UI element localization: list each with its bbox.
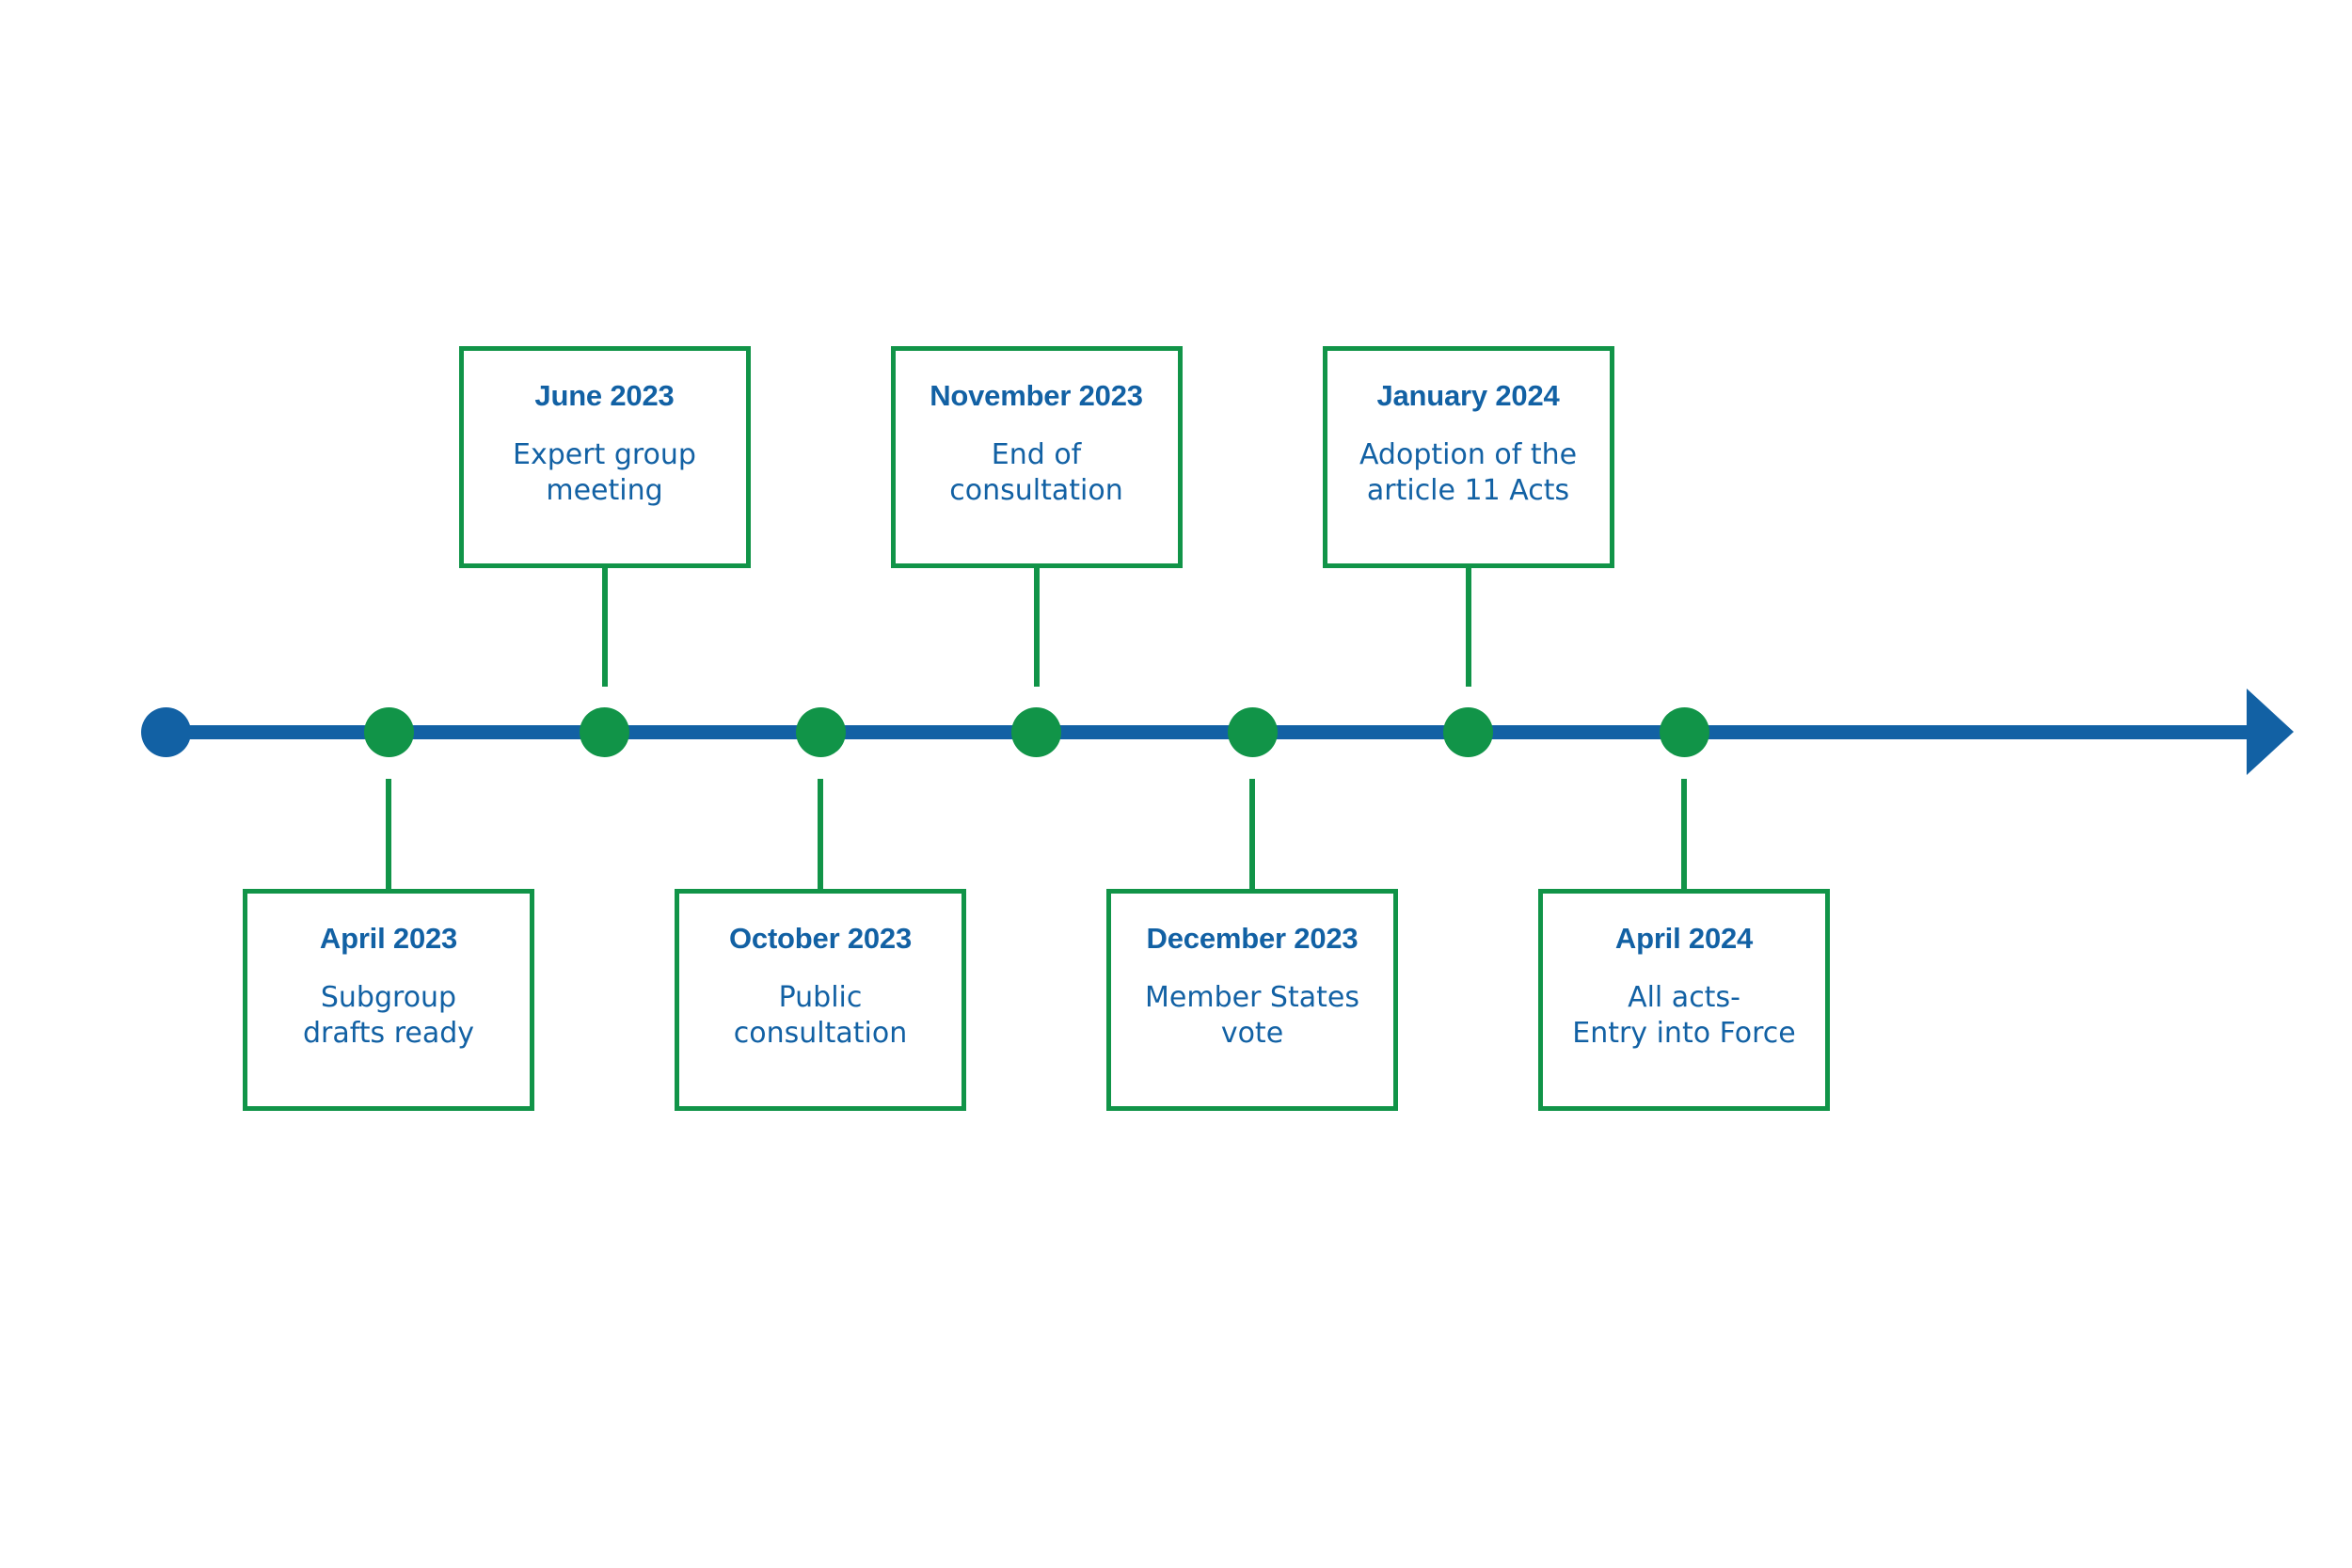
timeline-node-june-2023[interactable] <box>580 707 629 757</box>
event-description-april-2023: Subgroup drafts ready <box>302 980 475 1051</box>
event-date-december-2023: December 2023 <box>1146 922 1359 955</box>
event-date-november-2023: November 2023 <box>930 379 1143 412</box>
connector-december-2023 <box>1249 779 1255 890</box>
timeline-node-october-2023[interactable] <box>795 707 846 757</box>
event-date-april-2024: April 2024 <box>1614 922 1754 955</box>
connector-january-2024 <box>1465 568 1471 687</box>
timeline-axis-line <box>166 725 2254 739</box>
timeline-node-april-2024[interactable] <box>1659 707 1709 757</box>
timeline-start-dot <box>141 707 191 757</box>
event-description-april-2024: All acts- Entry into Force <box>1572 980 1796 1051</box>
event-date-april-2023: April 2023 <box>319 922 458 955</box>
event-description-november-2023: End of consultation <box>949 437 1123 508</box>
timeline-node-november-2023[interactable] <box>1011 707 1061 757</box>
timeline-node-december-2023[interactable] <box>1227 707 1278 757</box>
connector-november-2023 <box>1033 568 1040 687</box>
timeline-arrow-icon <box>2247 689 2294 775</box>
event-date-october-2023: October 2023 <box>728 922 913 955</box>
event-description-june-2023: Expert group meeting <box>513 437 696 508</box>
timeline-node-april-2023[interactable] <box>363 707 414 757</box>
event-description-october-2023: Public consultation <box>733 980 908 1051</box>
connector-april-2024 <box>1681 779 1687 890</box>
event-date-january-2024: January 2024 <box>1376 379 1560 412</box>
event-date-june-2023: June 2023 <box>534 379 675 412</box>
event-description-december-2023: Member States vote <box>1145 980 1359 1051</box>
timeline-node-january-2024[interactable] <box>1443 707 1493 757</box>
event-description-january-2024: Adoption of the article 11 Acts <box>1359 437 1578 508</box>
connector-october-2023 <box>818 779 823 890</box>
connector-june-2023 <box>601 568 608 687</box>
connector-april-2023 <box>386 779 391 890</box>
